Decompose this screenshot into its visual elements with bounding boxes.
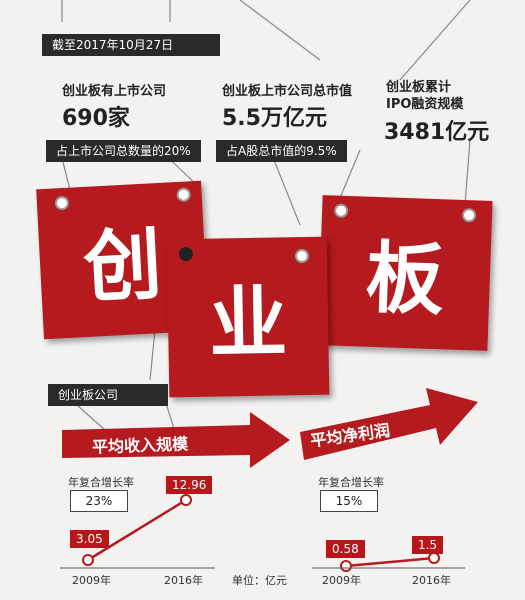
revenue-end-year: 2016年 xyxy=(164,574,203,587)
profit-start-year: 2009年 xyxy=(322,574,361,587)
profit-end-value: 1.5 xyxy=(412,536,444,554)
stat-ipo-label-line2: IPO融资规模 xyxy=(386,97,464,112)
revenue-start-value: 3.05 xyxy=(70,530,109,548)
profit-start-value: 0.58 xyxy=(326,540,365,558)
stat-market-cap-value: 5.5万亿元 xyxy=(222,106,327,131)
revenue-start-year: 2009年 xyxy=(72,574,111,587)
profit-end-year: 2016年 xyxy=(412,574,451,587)
stat-market-cap-label: 创业板上市公司总市值 xyxy=(222,84,353,99)
revenue-rate-value: 23% xyxy=(70,490,128,512)
revenue-end-value: 12.96 xyxy=(166,476,213,494)
revenue-arrow xyxy=(62,412,290,468)
profit-rate-label: 年复合增长率 xyxy=(318,476,384,489)
stat-ipo-value: 3481亿元 xyxy=(384,120,490,145)
stat-listed-companies-label: 创业板有上市公司 xyxy=(62,84,167,99)
stat-ipo-label-line1: 创业板累计 xyxy=(386,80,452,95)
profit-rate-value: 15% xyxy=(320,490,378,512)
unit-label: 单位：亿元 xyxy=(232,574,287,587)
stat-listed-companies-note: 占上市公司总数量的20% xyxy=(46,140,201,162)
revenue-rate-label: 年复合增长率 xyxy=(68,476,134,489)
stat-market-cap-note: 占A股总市值的9.5% xyxy=(216,140,347,162)
date-tag: 截至2017年10月27日 xyxy=(42,34,220,56)
stat-listed-companies-value: 690家 xyxy=(62,106,130,131)
section-tag: 创业板公司 xyxy=(48,384,168,406)
profit-arrow xyxy=(300,388,478,460)
